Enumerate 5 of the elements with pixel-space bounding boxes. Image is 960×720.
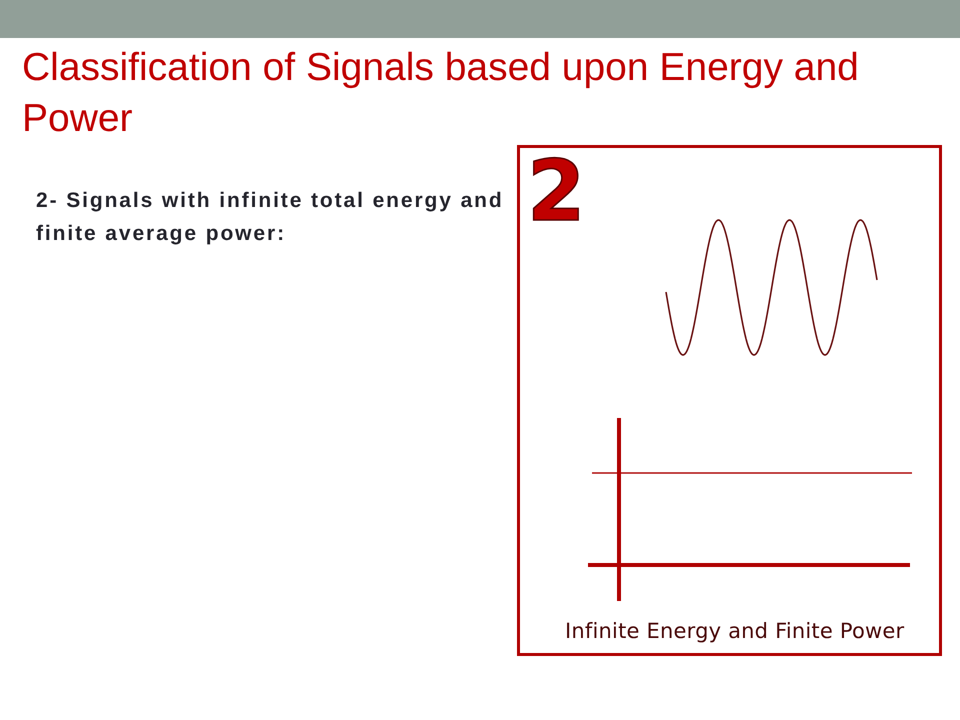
body-text: 2- Signals with infinite total energy and finite average power: <box>36 188 505 247</box>
figure-panel <box>517 145 942 656</box>
figure-caption: Infinite Energy and Finite Power <box>565 619 904 643</box>
slide-title: Classification of Signals based upon Energy and Power <box>22 45 860 142</box>
figure-number: 2 <box>527 153 586 229</box>
